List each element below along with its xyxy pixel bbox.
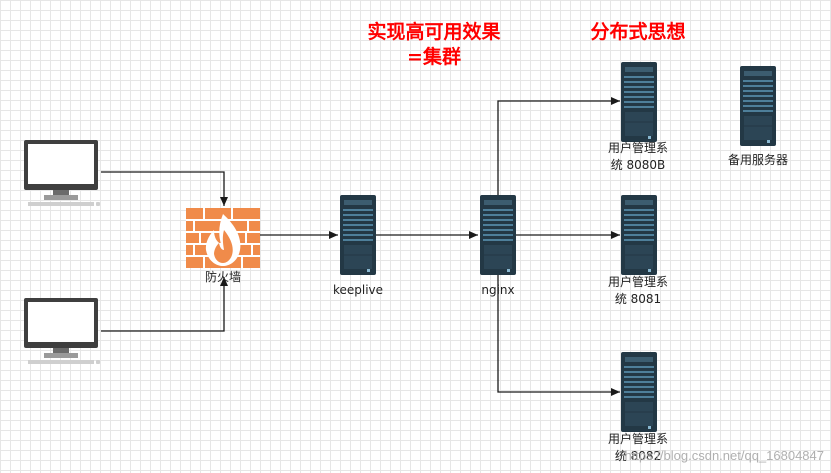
server-8082-label-line1: 用户管理系 <box>608 431 668 446</box>
server-8081-label-line1: 用户管理系 <box>608 274 668 289</box>
client-computer-2-icon <box>24 298 100 364</box>
nginx-label: nginx <box>481 283 514 297</box>
server-8082-label-line2: 统 8082 <box>615 449 661 463</box>
watermark: https://blog.csdn.net/qq_16804847 <box>625 448 825 463</box>
firewall-icon <box>186 208 260 268</box>
server-8081-label-line2: 统 8081 <box>615 292 661 306</box>
keeplive-server-icon <box>339 194 377 276</box>
link-pc2-firewall <box>101 277 228 332</box>
server-8082-icon <box>620 351 658 433</box>
server-8080b-label-line2: 统 8080B <box>611 158 666 172</box>
link-nginx-8082 <box>497 275 620 396</box>
firewall-label: 防火墙 <box>205 269 241 284</box>
ha-title-line1: 实现高可用效果 <box>367 20 500 43</box>
server-8080b-label-line1: 用户管理系 <box>608 140 668 155</box>
link-pc1-firewall <box>101 171 228 206</box>
nginx-server-icon <box>479 194 517 276</box>
distributed-title: 分布式思想 <box>590 20 685 43</box>
backup-server-icon <box>739 65 777 147</box>
ha-title-line2: =集群 <box>407 45 461 68</box>
backup-server-label: 备用服务器 <box>728 152 788 167</box>
server-8080b-icon <box>620 61 658 143</box>
link-nginx-8080b <box>497 97 620 195</box>
keeplive-label: keeplive <box>333 283 383 297</box>
connectors <box>101 97 620 396</box>
server-8081-icon <box>620 194 658 276</box>
client-computer-1-icon <box>24 140 100 206</box>
